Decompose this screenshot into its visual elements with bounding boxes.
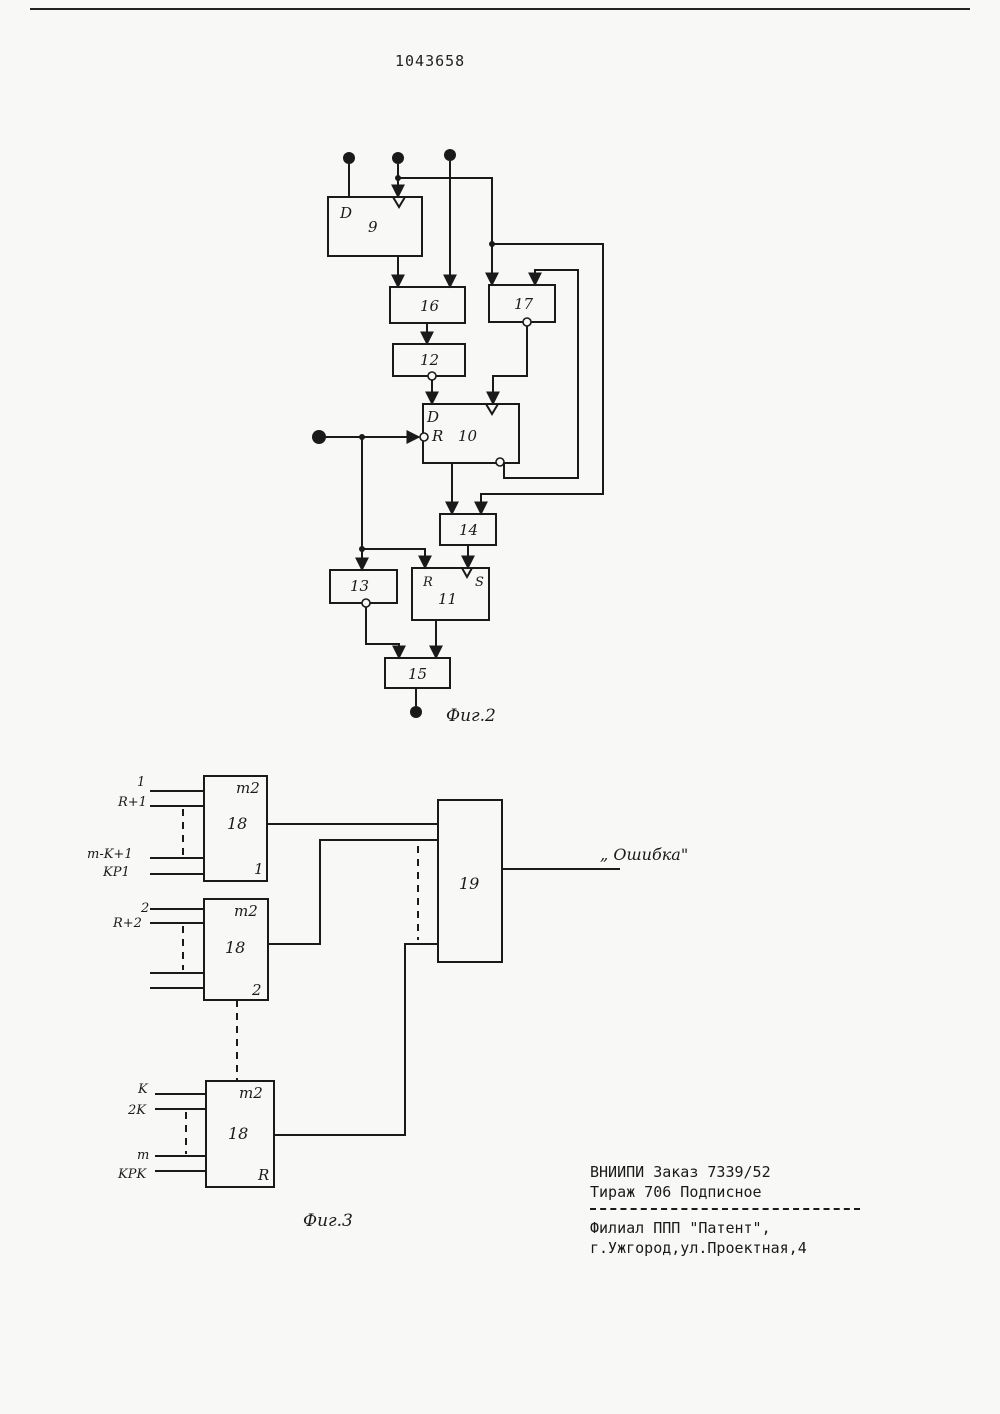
input-terminal-1 (343, 152, 355, 164)
imprint-order: ВНИИПИ Заказ 7339/52 (590, 1162, 860, 1182)
imprint-separator (590, 1208, 860, 1210)
xor-unit-r-op: m2 (239, 1084, 263, 1102)
fig3-caption: Фиг.3 (303, 1211, 353, 1231)
xor-unit-2-input-b: R+2 (112, 916, 142, 931)
fig3-wires (267, 824, 620, 1135)
block-10-inverted-output (496, 458, 504, 466)
imprint-circulation: Тираж 706 Подписное (590, 1182, 860, 1202)
block-12-label: 12 (420, 351, 439, 369)
fig2-caption: Фиг.2 (446, 706, 496, 726)
block-9-clock-mark (393, 197, 405, 207)
block-10-clock-mark (486, 404, 498, 414)
block-17-label: 17 (514, 295, 534, 313)
block-13-inverted-output (362, 599, 370, 607)
output-terminal (410, 706, 422, 718)
xor-unit-r-input-d: KPK (117, 1167, 147, 1182)
xor-unit-2-input-a: 2 (140, 901, 149, 916)
block-11-s-label: S (475, 575, 484, 590)
block-19-label: 19 (459, 874, 479, 893)
xor-unit-1-op: m2 (236, 779, 260, 797)
xor-unit-2-label: 18 (225, 938, 245, 957)
xor-unit-2-input-wires (150, 909, 204, 988)
xor-unit-r-input-wires (155, 1094, 206, 1171)
block-17-inverted-output (523, 318, 531, 326)
xor-unit-1-input-a: 1 (137, 775, 145, 790)
imprint-address: г.Ужгород,ул.Проектная,4 (590, 1238, 860, 1258)
error-output-label: „ Ошибка" (600, 845, 688, 864)
block-9-label: 9 (368, 218, 378, 236)
xor-unit-1-input-c: m-K+1 (87, 847, 133, 862)
xor-unit-1-index: 1 (254, 860, 264, 878)
block-11-label: 11 (438, 590, 457, 608)
xor-unit-2-op: m2 (234, 902, 258, 920)
xor-unit-1-input-d: KP1 (102, 865, 130, 880)
block-11-clock-mark (462, 568, 472, 577)
input-terminal-2 (392, 152, 404, 164)
block-16-label: 16 (420, 297, 440, 315)
block-12-inverted-output (428, 372, 436, 380)
fig2: D 9 16 17 12 D R 10 14 13 R S 11 (312, 149, 603, 726)
xor-unit-r-input-a: K (137, 1082, 149, 1097)
xor-unit-1-input-b: R+1 (117, 795, 147, 810)
imprint-block: ВНИИПИ Заказ 7339/52 Тираж 706 Подписное… (590, 1162, 860, 1258)
block-11-r-label: R (422, 575, 433, 590)
block-13-label: 13 (350, 577, 369, 595)
block-10-reset-input (420, 433, 428, 441)
input-terminal-reset (312, 430, 326, 444)
xor-unit-r-input-c: m (137, 1148, 149, 1163)
xor-unit-2-index: 2 (251, 981, 262, 999)
block-9-d-label: D (339, 204, 352, 222)
block-14-label: 14 (459, 521, 478, 539)
xor-unit-r-label: 18 (228, 1124, 248, 1143)
block-15-label: 15 (408, 665, 427, 683)
xor-unit-r-input-b: 2K (127, 1103, 147, 1118)
xor-unit-1-label: 18 (227, 814, 247, 833)
input-terminal-3 (444, 149, 456, 161)
imprint-branch: Филиал ППП "Патент", (590, 1218, 860, 1238)
block-10-label: 10 (458, 427, 478, 445)
xor-unit-1-input-wires (150, 791, 204, 874)
block-10-d-label: D (426, 408, 439, 426)
block-10-r-label: R (431, 427, 443, 445)
xor-unit-r-index: R (257, 1166, 269, 1184)
